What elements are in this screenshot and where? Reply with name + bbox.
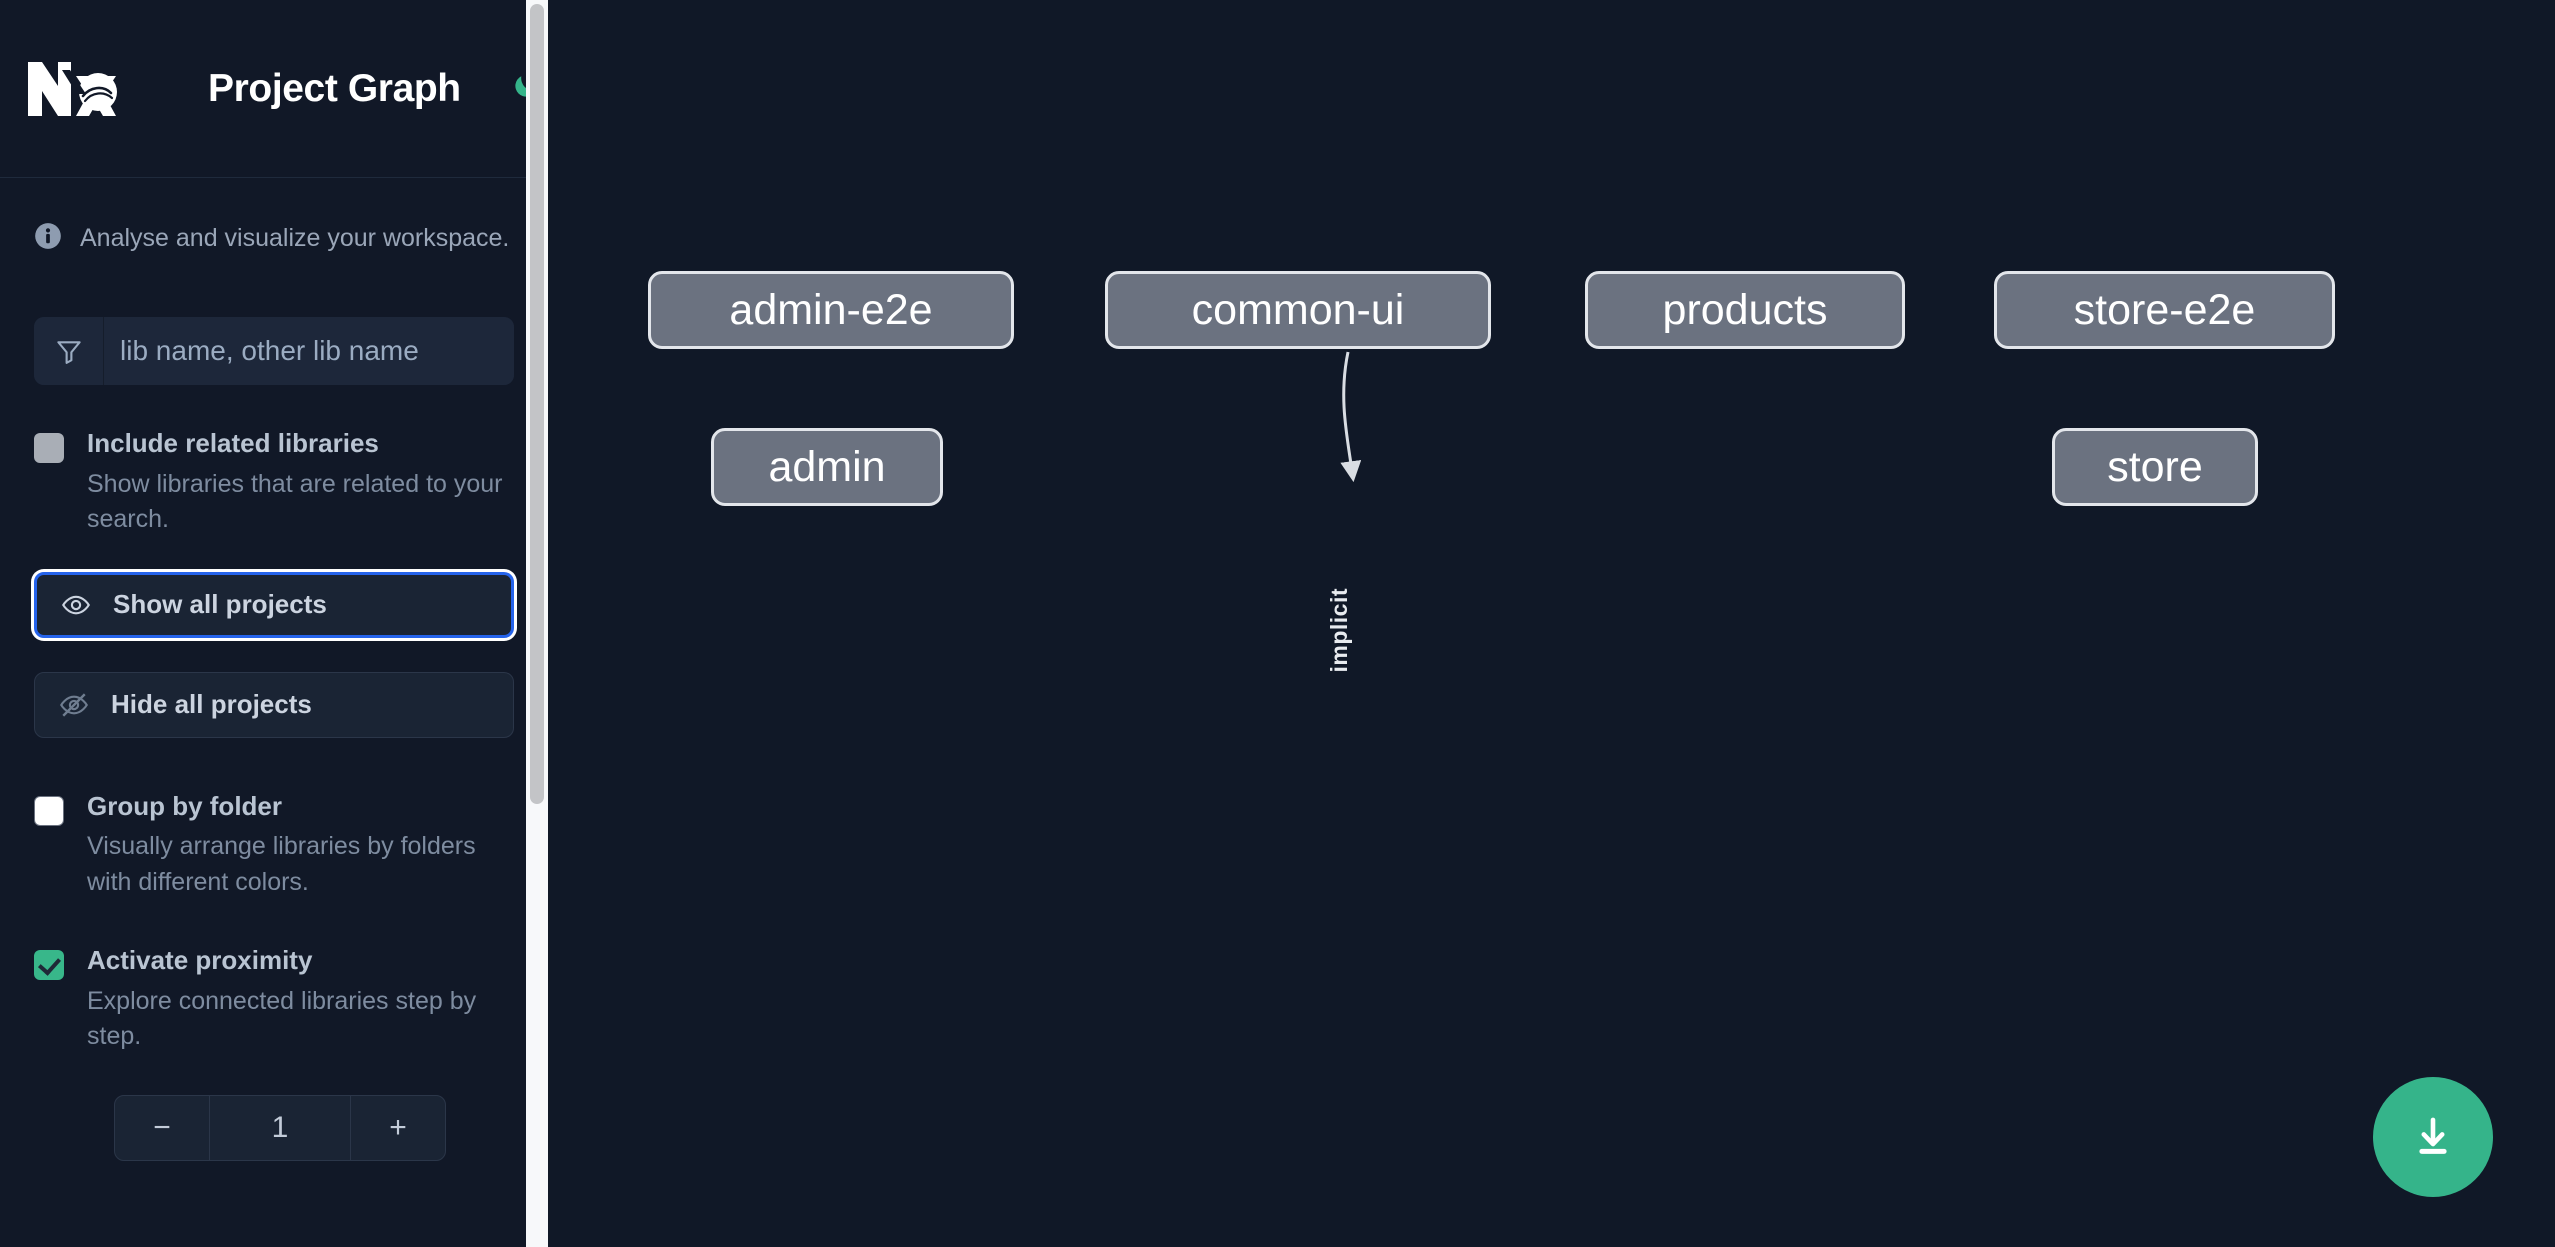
workspace-note: Analyse and visualize your workspace. — [0, 178, 548, 255]
option-label: Group by folder — [87, 790, 282, 821]
stepper-decrement-button[interactable]: − — [115, 1095, 210, 1160]
stepper-value: 1 — [271, 1110, 289, 1144]
graph-node-store-e2e[interactable]: store-e2e — [1994, 271, 2335, 349]
checkbox-activate-proximity[interactable] — [34, 950, 64, 980]
show-all-projects-label: Show all projects — [113, 589, 327, 619]
graph-node-store[interactable]: store — [2052, 428, 2258, 506]
eye-icon — [61, 590, 91, 620]
graph-canvas[interactable]: implicit implicit admin-e2e common-ui pr… — [548, 0, 2555, 1247]
filter-field[interactable] — [34, 317, 514, 385]
option-label: Include related libraries — [87, 428, 379, 458]
sidebar-scrollbar[interactable] — [526, 0, 548, 1247]
download-graph-button[interactable] — [2373, 1077, 2493, 1197]
option-include-related-libraries[interactable]: Include related libraries Show libraries… — [34, 427, 514, 538]
option-description: Visually arrange libraries by folders wi… — [87, 832, 476, 896]
download-icon — [2410, 1113, 2456, 1162]
option-activate-proximity[interactable]: Activate proximity Explore connected lib… — [34, 944, 514, 1055]
option-label: Activate proximity — [87, 945, 313, 975]
stepper-increment-button[interactable]: + — [350, 1095, 445, 1160]
hide-all-projects-button[interactable]: Hide all projects — [34, 671, 514, 738]
graph-node-products[interactable]: products — [1585, 271, 1905, 349]
funnel-icon — [34, 317, 104, 385]
graph-node-admin-e2e[interactable]: admin-e2e — [648, 271, 1014, 349]
show-all-projects-button[interactable]: Show all projects — [34, 571, 514, 638]
option-description: Show libraries that are related to your … — [87, 469, 503, 534]
graph-node-common-ui[interactable]: common-ui — [1105, 271, 1491, 349]
sidebar-scrollbar-thumb[interactable] — [530, 4, 544, 804]
graph-edges — [1340, 351, 1362, 483]
checkbox-include-related-libraries[interactable] — [34, 433, 64, 463]
sidebar-body: Include related libraries Show libraries… — [0, 317, 548, 1161]
graph-node-admin[interactable]: admin — [711, 428, 943, 506]
workspace-note-text: Analyse and visualize your workspace. — [80, 224, 510, 252]
info-icon — [34, 222, 62, 255]
page-title: Project Graph — [208, 66, 461, 110]
option-group-by-folder[interactable]: Group by folder Visually arrange librari… — [34, 790, 514, 901]
eye-off-icon — [59, 690, 89, 720]
proximity-stepper: − 1 + — [114, 1094, 446, 1161]
sidebar: Project Graph Analyse and visualize your… — [0, 0, 548, 1247]
checkbox-group-by-folder[interactable] — [34, 795, 64, 826]
hide-all-projects-label: Hide all projects — [111, 689, 312, 719]
sidebar-header: Project Graph — [0, 0, 548, 178]
search-input[interactable] — [104, 317, 514, 385]
nx-logo-icon — [26, 58, 124, 120]
option-description: Explore connected libraries step by step… — [87, 986, 477, 1051]
